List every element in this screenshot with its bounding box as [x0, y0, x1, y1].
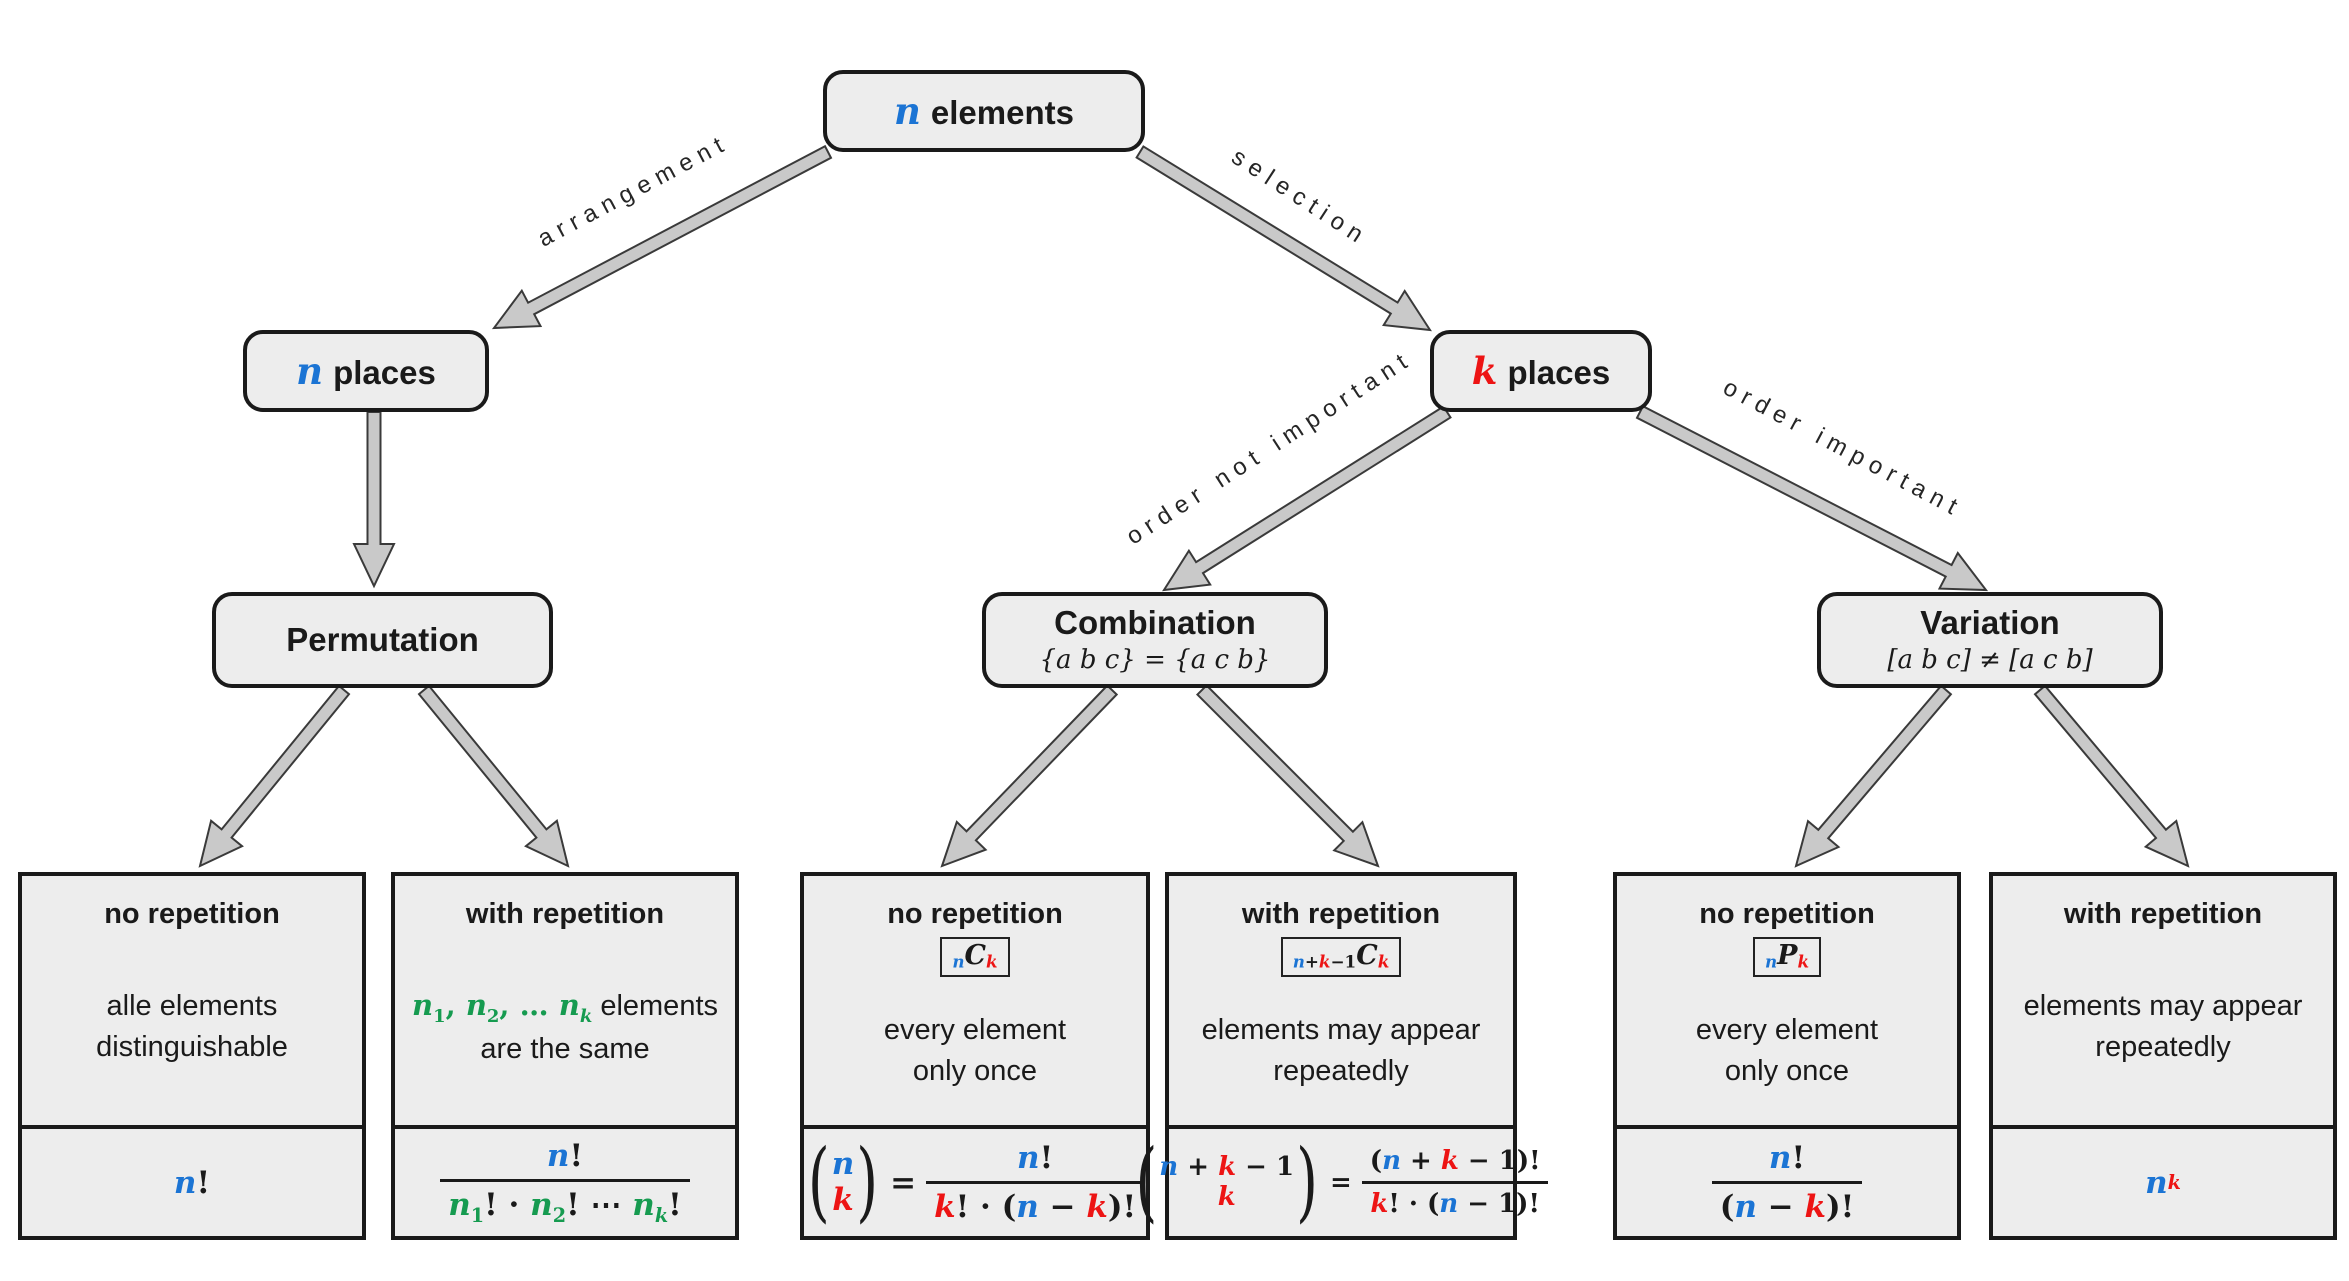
leaf-description: elements may appear repeatedly [1201, 1014, 1481, 1087]
node-permutation: Permutation [212, 592, 553, 688]
leaf-combination-no-repetition: no repetition nCk every element only onc… [800, 872, 1150, 1240]
leaf-top: no repetition nCk every element only onc… [804, 876, 1146, 1125]
leaf-combination-with-repetition: with repetition n+k−1Ck elements may app… [1135, 872, 1548, 1240]
tuple-example: [a b c] ≠ [a c b] [1887, 645, 2093, 676]
leaf-permutation-no-repetition: no repetition alle elements distinguisha… [18, 872, 366, 1240]
leaf-top: with repetition n1, n2, … nk elements ar… [395, 876, 735, 1125]
leaf-top: with repetition elements may appear repe… [1993, 876, 2333, 1125]
leaf-title: with repetition [2063, 898, 2263, 930]
node-label: places [1507, 353, 1611, 391]
leaf-top: with repetition n+k−1Ck elements may app… [1169, 876, 1513, 1125]
leaf-description: every element only once [1695, 1014, 1879, 1087]
formula-badge-n-plus-k-minus-1-C-k: n+k−1Ck [1280, 937, 1402, 977]
leaf-formula: n! n1! · n2! ⋯ nk! [395, 1125, 735, 1236]
math-n: n [296, 348, 324, 393]
formula-badge-nPk: nPk [1752, 937, 1822, 977]
arrow-n-places-to-permutation [352, 411, 396, 589]
set-example: {a b c} = {a c b} [1039, 645, 1271, 676]
arrow-combination-to-no-repetition [940, 684, 1119, 868]
node-label: elements [930, 93, 1074, 131]
arrow-permutation-to-no-repetition [198, 684, 351, 868]
leaf-title: no repetition [104, 898, 280, 930]
node-combination: Combination {a b c} = {a c b} [982, 592, 1328, 688]
leaf-formula: ( n k ) = n! k! · (n − k)! [804, 1125, 1146, 1236]
node-title: Variation [1920, 603, 2060, 641]
leaf-top: no repetition nPk every element only onc… [1617, 876, 1957, 1125]
node-label: places [333, 353, 436, 391]
leaf-permutation-with-repetition: with repetition n1, n2, … nk elements ar… [391, 872, 739, 1240]
leaf-formula: ( n + k − 1 k ) = (n + k − 1)! k! · (n −… [1135, 1125, 1548, 1236]
leaf-title: no repetition [887, 898, 1063, 930]
leaf-title: with repetition [1241, 898, 1441, 930]
leaf-variation-no-repetition: no repetition nPk every element only onc… [1613, 872, 1961, 1240]
math-n: n [894, 88, 921, 133]
leaf-formula: n! (n − k)! [1617, 1125, 1957, 1236]
leaf-description: elements may appear repeatedly [2023, 990, 2303, 1063]
leaf-description: alle elements distinguishable [96, 990, 288, 1063]
arrow-order-important [1635, 404, 1989, 592]
leaf-description: n1, n2, … nk elements are the same [412, 987, 718, 1065]
node-title: Combination [1054, 603, 1256, 641]
formula-badge-nCk: nCk [940, 937, 1010, 977]
leaf-title: no repetition [1699, 898, 1875, 930]
leaf-title: with repetition [465, 898, 665, 930]
leaf-formula: n! [22, 1125, 362, 1236]
node-variation: Variation [a b c] ≠ [a c b] [1817, 592, 2163, 688]
arrow-variation-to-no-repetition [1794, 684, 1953, 868]
arrow-order-not-important [1162, 405, 1452, 592]
arrow-arrangement [491, 144, 833, 330]
math-k: k [1471, 348, 1498, 393]
leaf-top: no repetition alle elements distinguisha… [22, 876, 362, 1125]
arrow-variation-to-with-repetition [2033, 684, 2190, 868]
arrow-selection [1135, 145, 1432, 332]
leaf-variation-with-repetition: with repetition elements may appear repe… [1989, 872, 2337, 1240]
node-title: Permutation [286, 620, 479, 658]
math-n-subscripts: n1, n2, … nk [412, 987, 593, 1027]
arrow-combination-to-with-repetition [1195, 683, 1380, 868]
arrow-permutation-to-with-repetition [417, 684, 570, 868]
leaf-description: every element only once [883, 1014, 1067, 1087]
